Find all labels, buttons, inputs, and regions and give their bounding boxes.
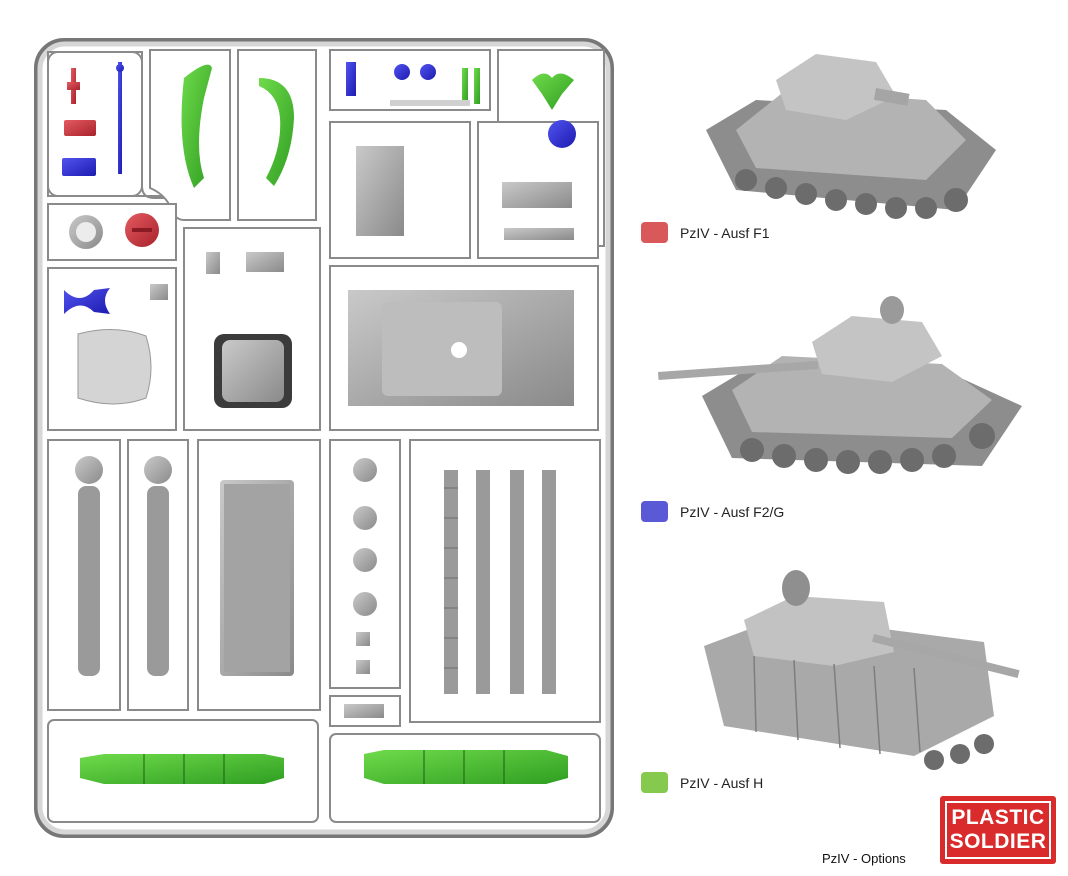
tank-image-ausf-f2g [658, 296, 1022, 474]
legend-item-ausf-h: PzIV - Ausf H [641, 772, 763, 793]
tank-image-ausf-h [704, 570, 1020, 770]
legend-label: PzIV - Ausf F2/G [680, 503, 785, 520]
legend-item-ausf-f2g: PzIV - Ausf F2/G [641, 501, 784, 522]
caption: PzIV - Options [822, 851, 906, 866]
logo-line-1: PLASTIC [951, 806, 1045, 829]
legend-label: PzIV - Ausf F1 [680, 224, 770, 241]
green-parts [80, 64, 574, 784]
blue-parts [62, 62, 576, 314]
tank-image-ausf-f1 [706, 54, 996, 219]
legend-swatch-green [641, 772, 668, 793]
plastic-soldier-logo: PLASTIC SOLDIER [940, 796, 1056, 864]
logo-line-2: SOLDIER [949, 830, 1047, 853]
legend-label: PzIV - Ausf H [680, 774, 764, 791]
grey-parts [69, 100, 574, 676]
sprue-frame [34, 38, 614, 843]
red-parts [64, 68, 159, 247]
legend-item-ausf-f1: PzIV - Ausf F1 [641, 222, 769, 243]
legend-swatch-red [641, 222, 668, 243]
legend-swatch-blue [641, 501, 668, 522]
wheel-parts [75, 456, 384, 718]
